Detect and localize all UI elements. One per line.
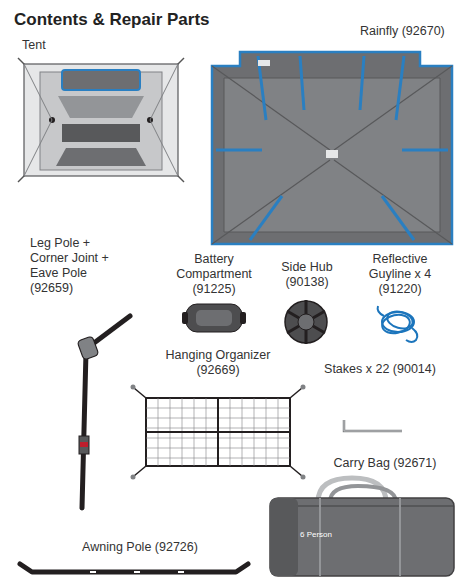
side-hub-drawing [285,300,327,344]
tent-drawing [18,58,184,182]
guyline-drawing [378,306,418,342]
part-name: Reflective Guyline x 4 (91220) [358,252,442,297]
part-name: Side Hub (90138) [273,260,341,290]
part-name: Rainfly (92670) [360,24,464,39]
stake-drawing [344,420,402,431]
part-name: Awning Pole (92726) [60,540,220,555]
leg-pole-drawing [77,316,130,508]
diagram-title: Contents & Repair Parts [14,10,210,30]
part-name: Battery Compartment (91225) [166,252,262,297]
awning-pole-drawing [20,564,248,572]
part-name: Leg Pole + Corner Joint + Eave Pole (926… [30,236,112,296]
bag-print: 6 Person [300,530,360,540]
part-name: Stakes x 22 (90014) [310,362,450,377]
carry-bag-drawing [270,478,454,576]
part-name: Hanging Organizer (92669) [153,348,283,378]
part-name: Carry Bag (92671) [310,456,460,471]
hanging-organizer-drawing [131,385,306,480]
battery-compartment-drawing [182,304,246,332]
part-name: Tent [22,38,82,53]
rainfly-drawing [212,52,452,244]
